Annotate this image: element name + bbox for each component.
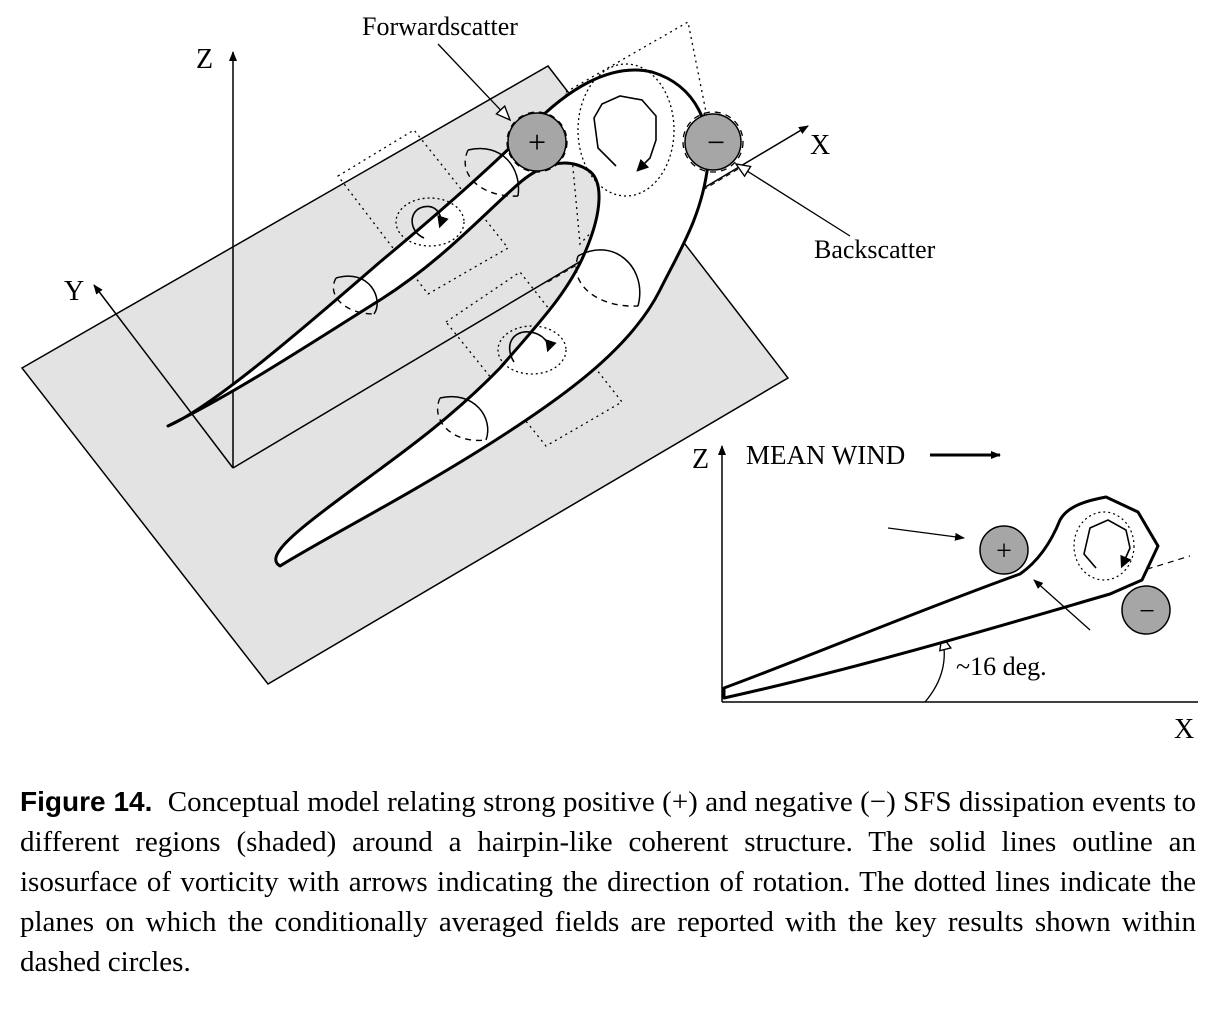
inset-plus-sign: + [996, 536, 1012, 567]
leg-section-2 [467, 147, 520, 197]
rotation-right-leg [497, 325, 567, 375]
inset-plus-event: + [979, 525, 1029, 575]
inset-x-label: X [1174, 714, 1194, 745]
result-circle-minus [682, 111, 744, 173]
leg-section-3 [577, 249, 641, 307]
main-diagram: Z Y X [20, 12, 936, 685]
inset-rotation [1073, 511, 1135, 581]
x-axis-label: X [810, 130, 830, 161]
backscatter-pointer [736, 164, 851, 237]
forwardscatter-event: + [507, 112, 567, 172]
angle-label: ~16 deg. [956, 652, 1047, 681]
forwardscatter-pointer [437, 43, 510, 120]
figure-caption: Figure 14. Conceptual model relating str… [20, 782, 1196, 982]
result-circle-plus [506, 111, 568, 173]
x-axis [232, 125, 809, 469]
inset-side-view: Z X MEAN WIND ~16 deg. + − [692, 440, 1198, 745]
leg-section-4-back [436, 397, 487, 442]
y-axis [93, 284, 234, 469]
mean-wind-label: MEAN WIND [746, 440, 905, 470]
hairpin-vortex-diagram: Z Y X [20, 12, 1198, 745]
leg-section-1 [335, 275, 378, 315]
inset-z-label: Z [692, 444, 709, 475]
inset-backward-arrow [1033, 579, 1091, 631]
rotation-left-leg [395, 197, 465, 247]
backscatter-label: Backscatter [814, 235, 936, 264]
inset-isosurface [722, 495, 1160, 700]
z-axis-label: Z [196, 44, 213, 75]
leg-section-1-back [332, 277, 375, 315]
inset-minus-event: − [1121, 585, 1171, 635]
inset-minus-sign: − [1139, 596, 1155, 627]
y-axis-label: Y [64, 276, 84, 307]
backscatter-event: − [684, 113, 742, 171]
leg-section-2-back [464, 149, 519, 197]
rotation-head [577, 63, 675, 197]
leg-section-4 [439, 395, 489, 441]
caption-label: Figure 14. [20, 786, 153, 817]
minus-sign: − [707, 124, 725, 160]
leg-section-3-back [575, 255, 639, 307]
plus-sign: + [528, 124, 546, 160]
forwardscatter-label: Forwardscatter [362, 12, 518, 41]
caption-text: Conceptual model relating strong positiv… [20, 786, 1197, 978]
inset-forward-arrow [887, 527, 965, 541]
